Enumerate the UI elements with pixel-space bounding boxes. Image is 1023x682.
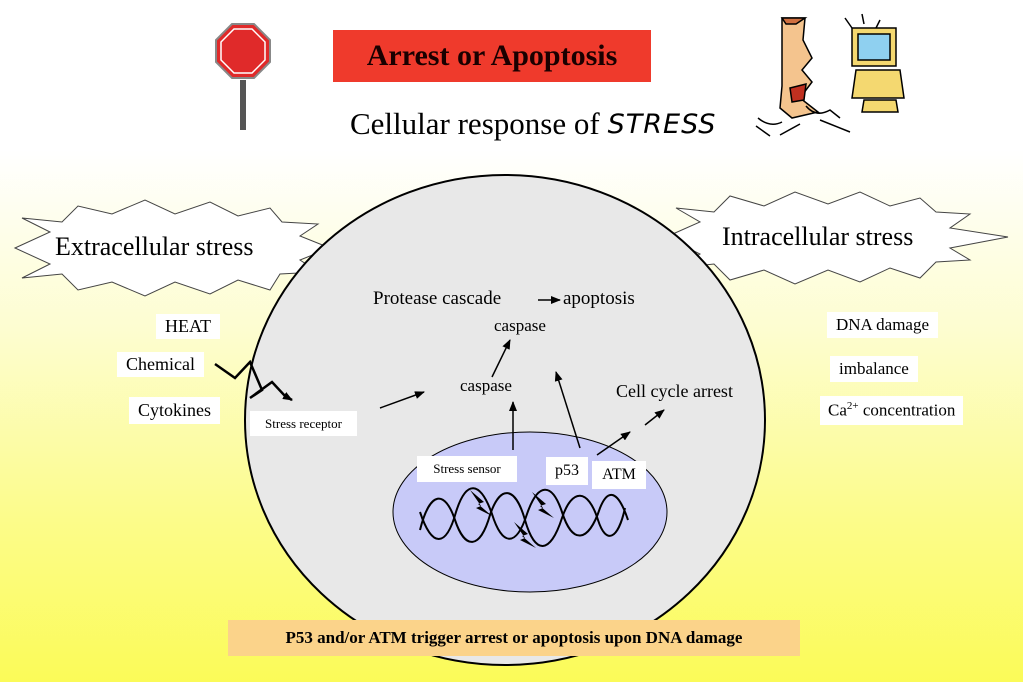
dna-damage-label: DNA damage bbox=[827, 312, 939, 338]
extracellular-title: Extracellular stress bbox=[55, 232, 254, 261]
p53-label: p53 bbox=[546, 457, 588, 485]
cell-cycle-arrest-label: Cell cycle arrest bbox=[616, 381, 733, 401]
stressed-person-computer-icon bbox=[755, 13, 905, 137]
footer-caption: P53 and/or ATM trigger arrest or apoptos… bbox=[228, 620, 800, 656]
pathway-arrows bbox=[379, 296, 665, 456]
subtitle-text: Cellular response of bbox=[350, 106, 600, 141]
caspase-lower-label: caspase bbox=[460, 376, 512, 395]
intracellular-starburst bbox=[664, 191, 1009, 285]
caspase-upper-label: caspase bbox=[494, 316, 546, 335]
intracellular-title: Intracellular stress bbox=[722, 222, 914, 251]
protease-cascade-label: Protease cascade bbox=[373, 288, 502, 309]
stress-sensor-label: Stress sensor bbox=[417, 456, 517, 482]
stress-receptor-label: Stress receptor bbox=[250, 411, 357, 436]
imbalance-label: imbalance bbox=[830, 356, 918, 382]
cytokines-label: Cytokines bbox=[129, 397, 221, 424]
page-title: Arrest or Apoptosis bbox=[333, 30, 651, 82]
apoptosis-label: apoptosis bbox=[563, 288, 635, 309]
atm-label: ATM bbox=[592, 461, 646, 489]
chemical-label: Chemical bbox=[117, 352, 204, 377]
stop-sign-icon bbox=[215, 23, 271, 130]
heat-label: HEAT bbox=[156, 314, 220, 339]
stimulus-line bbox=[214, 359, 293, 402]
subtitle: Cellular response of STRESS bbox=[340, 100, 727, 148]
dna-strands bbox=[419, 487, 629, 547]
dna-damage-bolts bbox=[470, 490, 554, 548]
calcium-label: Ca2+ concentration bbox=[820, 396, 964, 425]
subtitle-emphasis: STRESS bbox=[607, 108, 717, 140]
